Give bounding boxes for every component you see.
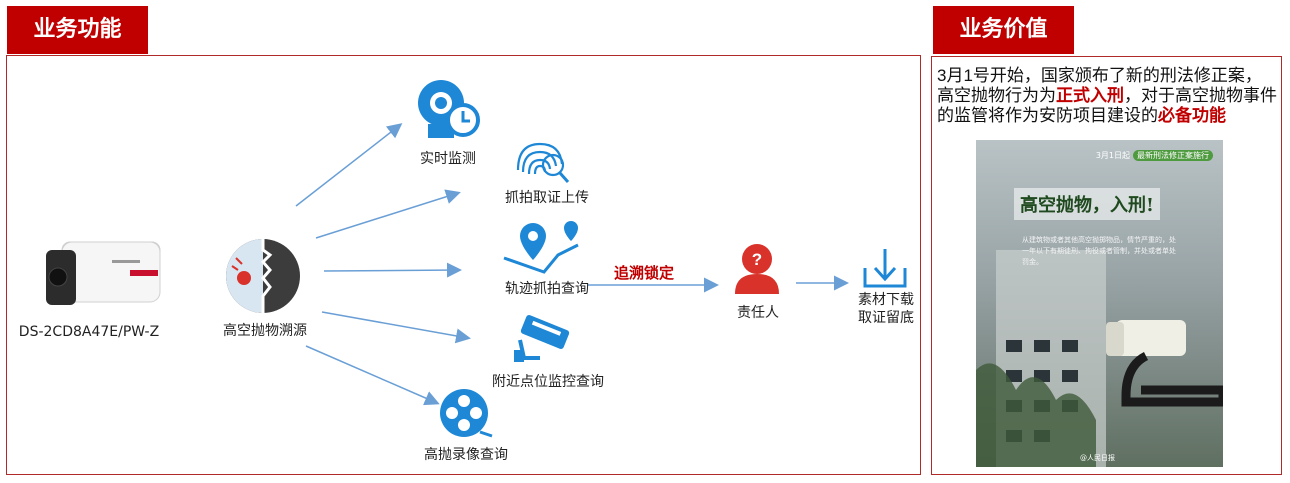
value-emphasis-required: 必备功能 [1158,106,1226,125]
person-question-icon: ? [735,244,779,294]
device-model-label: DS-2CD8A47E/PW-Z [18,324,160,340]
arrow-to-realtime [295,123,403,207]
business-function-tab: 业务功能 [7,6,148,54]
value-line-2: 高空抛物行为为正式入刑，对于高空抛物事件 [937,86,1282,106]
news-image: 3月1日起最新刑法修正案施行 高空抛物，入刑! 从建筑物或者其他高空抛掷物品，情… [976,140,1223,467]
value-emphasis-criminal: 正式入刑 [1056,86,1124,105]
value-line-1: 3月1号开始，国家颁布了新的刑法修正案， [937,66,1262,85]
film-reel-icon [440,389,493,438]
arrow-to-record [305,345,440,406]
download-label-2: 取证留底 [858,310,914,326]
building-illustration [976,250,1223,467]
value-line-3: 的监管将作为安防项目建设的必备功能 [937,106,1282,126]
arrow-to-nearby [321,311,471,344]
high-altitude-trace-icon [226,239,300,313]
arrow-to-capture [315,189,461,239]
trace-lock-label: 追溯锁定 [614,264,675,282]
feature-nearby-label: 附近点位监控查询 [492,374,604,390]
news-tagline: 3月1日起最新刑法修正案施行 [1096,150,1213,161]
cctv-camera-icon [514,315,570,362]
news-body: 从建筑物或者其他高空抛掷物品，情节严重的，处一年以下有期徒刑、拘役或者管制，并处… [1022,236,1176,266]
feature-track-label: 轨迹抓拍查询 [505,281,589,297]
business-value-tab: 业务价值 [933,6,1074,54]
feature-capture-label: 抓拍取证上传 [505,190,589,206]
feature-record-label: 高抛录像查询 [424,447,508,463]
news-headline: 高空抛物，入刑! [1014,188,1160,220]
trace-source-label: 高空抛物溯源 [223,323,307,339]
news-credit: @人民日报 [1080,454,1115,462]
responsible-label: 责任人 [737,305,779,321]
news-tag-pill: 最新刑法修正案施行 [1133,150,1213,161]
download-label-1: 素材下载 [858,292,914,308]
feature-realtime-label: 实时监测 [420,151,476,167]
clock-camera-icon [418,80,480,138]
download-icon [863,249,907,288]
value-description: 3月1号开始，国家颁布了新的刑法修正案， 高空抛物行为为正式入刑，对于高空抛物事… [937,66,1282,126]
value-line-2c: ，对于高空抛物事件 [1124,86,1277,105]
arrow-to-track [323,262,462,278]
fingerprint-search-icon [516,142,570,183]
svg-text:?: ? [752,250,762,269]
bullet-camera-icon [46,241,161,305]
value-line-2a: 高空抛物行为为 [937,86,1056,105]
value-line-3a: 的监管将作为安防项目建设的 [937,106,1158,125]
location-track-icon [503,221,579,274]
news-tag-prefix: 3月1日起 [1095,151,1130,160]
